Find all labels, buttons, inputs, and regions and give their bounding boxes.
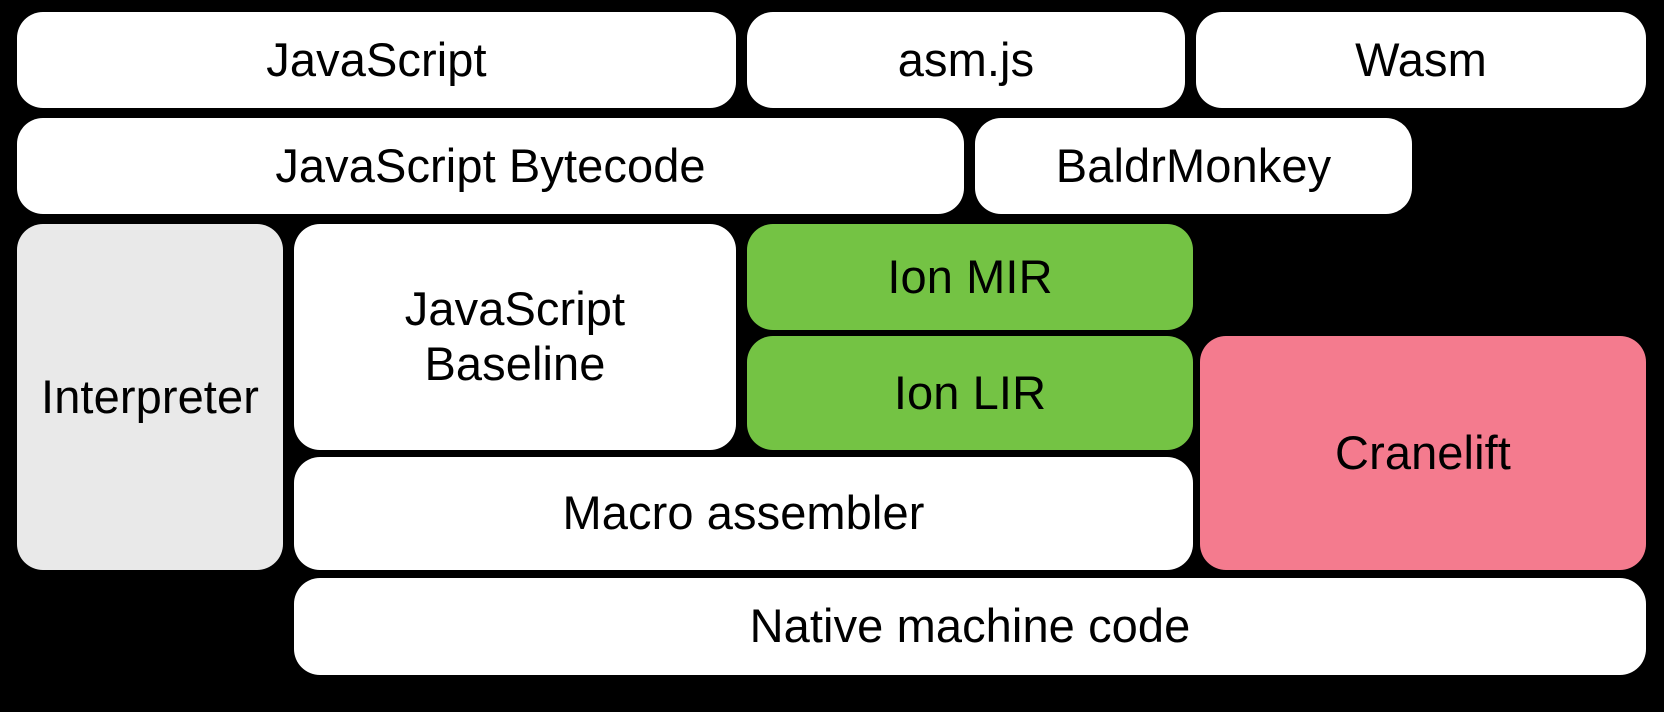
node-native-machine-code-label: Native machine code	[749, 599, 1191, 653]
node-ion-mir[interactable]: Ion MIR	[747, 224, 1193, 330]
node-macro-assembler-label: Macro assembler	[562, 486, 925, 540]
node-javascript-bytecode[interactable]: JavaScript Bytecode	[17, 118, 964, 214]
node-javascript-baseline-label: JavaScript Baseline	[404, 282, 626, 390]
node-native-machine-code[interactable]: Native machine code	[294, 578, 1646, 675]
node-interpreter[interactable]: Interpreter	[17, 224, 283, 570]
node-cranelift[interactable]: Cranelift	[1200, 336, 1646, 570]
node-wasm[interactable]: Wasm	[1196, 12, 1646, 108]
node-cranelift-label: Cranelift	[1335, 425, 1511, 479]
node-javascript-label: JavaScript	[266, 32, 487, 86]
node-baldrmonkey[interactable]: BaldrMonkey	[975, 118, 1412, 214]
node-javascript[interactable]: JavaScript	[17, 12, 736, 108]
node-macro-assembler[interactable]: Macro assembler	[294, 457, 1193, 570]
node-asm-js[interactable]: asm.js	[747, 12, 1185, 108]
node-wasm-label: Wasm	[1355, 32, 1487, 86]
node-ion-lir[interactable]: Ion LIR	[747, 336, 1193, 450]
node-asm-js-label: asm.js	[897, 32, 1035, 86]
node-ion-lir-label: Ion LIR	[893, 365, 1047, 419]
node-javascript-baseline[interactable]: JavaScript Baseline	[294, 224, 736, 450]
node-baldrmonkey-label: BaldrMonkey	[1055, 138, 1332, 192]
node-interpreter-label: Interpreter	[41, 369, 259, 423]
node-ion-mir-label: Ion MIR	[887, 249, 1053, 303]
node-javascript-bytecode-label: JavaScript Bytecode	[275, 138, 706, 192]
